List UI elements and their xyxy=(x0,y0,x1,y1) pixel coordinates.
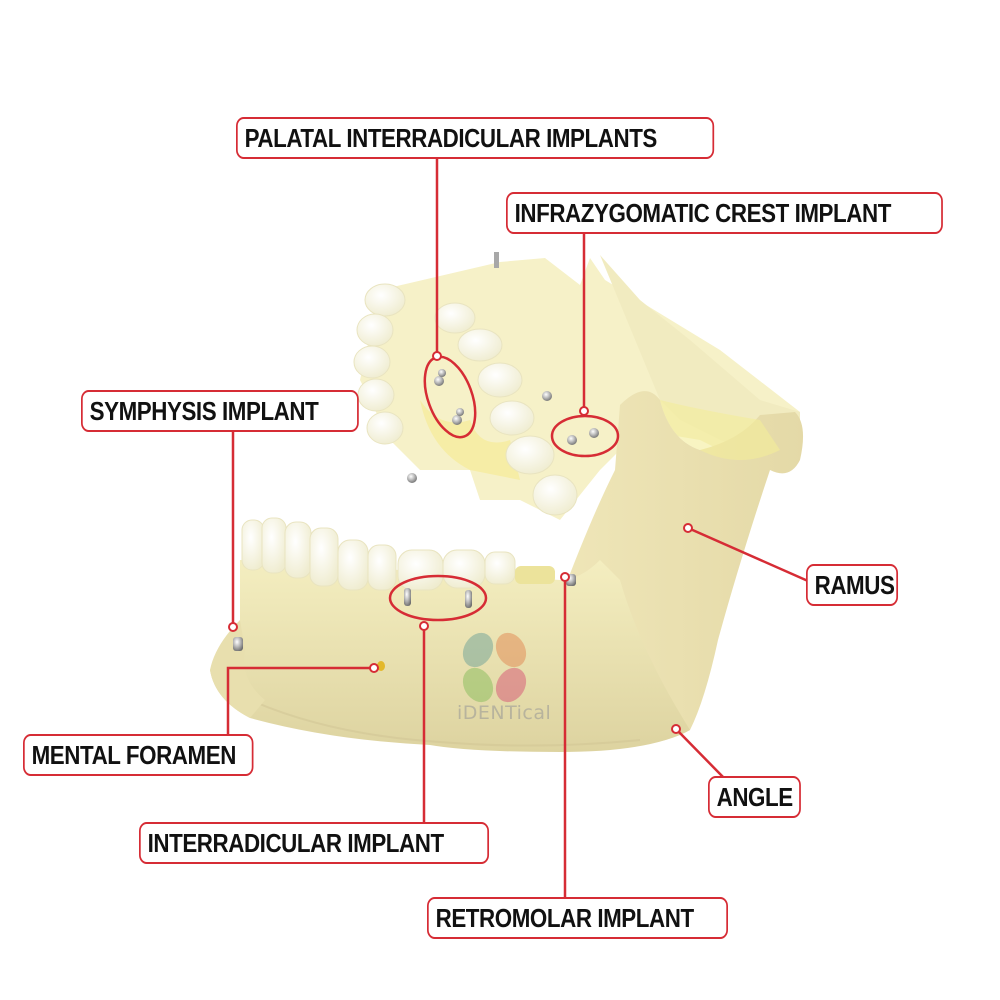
callout-dots xyxy=(228,351,693,734)
watermark-logo xyxy=(462,632,527,703)
label-retromolar-implant: RETROMOLAR IMPLANT xyxy=(427,897,728,939)
label-angle: ANGLE xyxy=(708,776,801,818)
label-ramus: RAMUS xyxy=(806,564,899,606)
callout-lines xyxy=(226,157,809,900)
label-symphysis-implant: SYMPHYSIS IMPLANT xyxy=(81,390,359,432)
label-infrazygomatic-crest-implant: INFRAZYGOMATIC CREST IMPLANT xyxy=(506,192,943,234)
watermark-text: iDENTical xyxy=(457,702,552,724)
implant-screws xyxy=(233,369,599,651)
label-palatal-interradicular-implants: PALATAL INTERRADICULAR IMPLANTS xyxy=(236,117,715,159)
label-interradicular-implant: INTERRADICULAR IMPLANT xyxy=(139,822,490,864)
maxilla xyxy=(353,252,800,520)
label-mental-foramen: MENTAL FORAMEN xyxy=(23,734,254,776)
